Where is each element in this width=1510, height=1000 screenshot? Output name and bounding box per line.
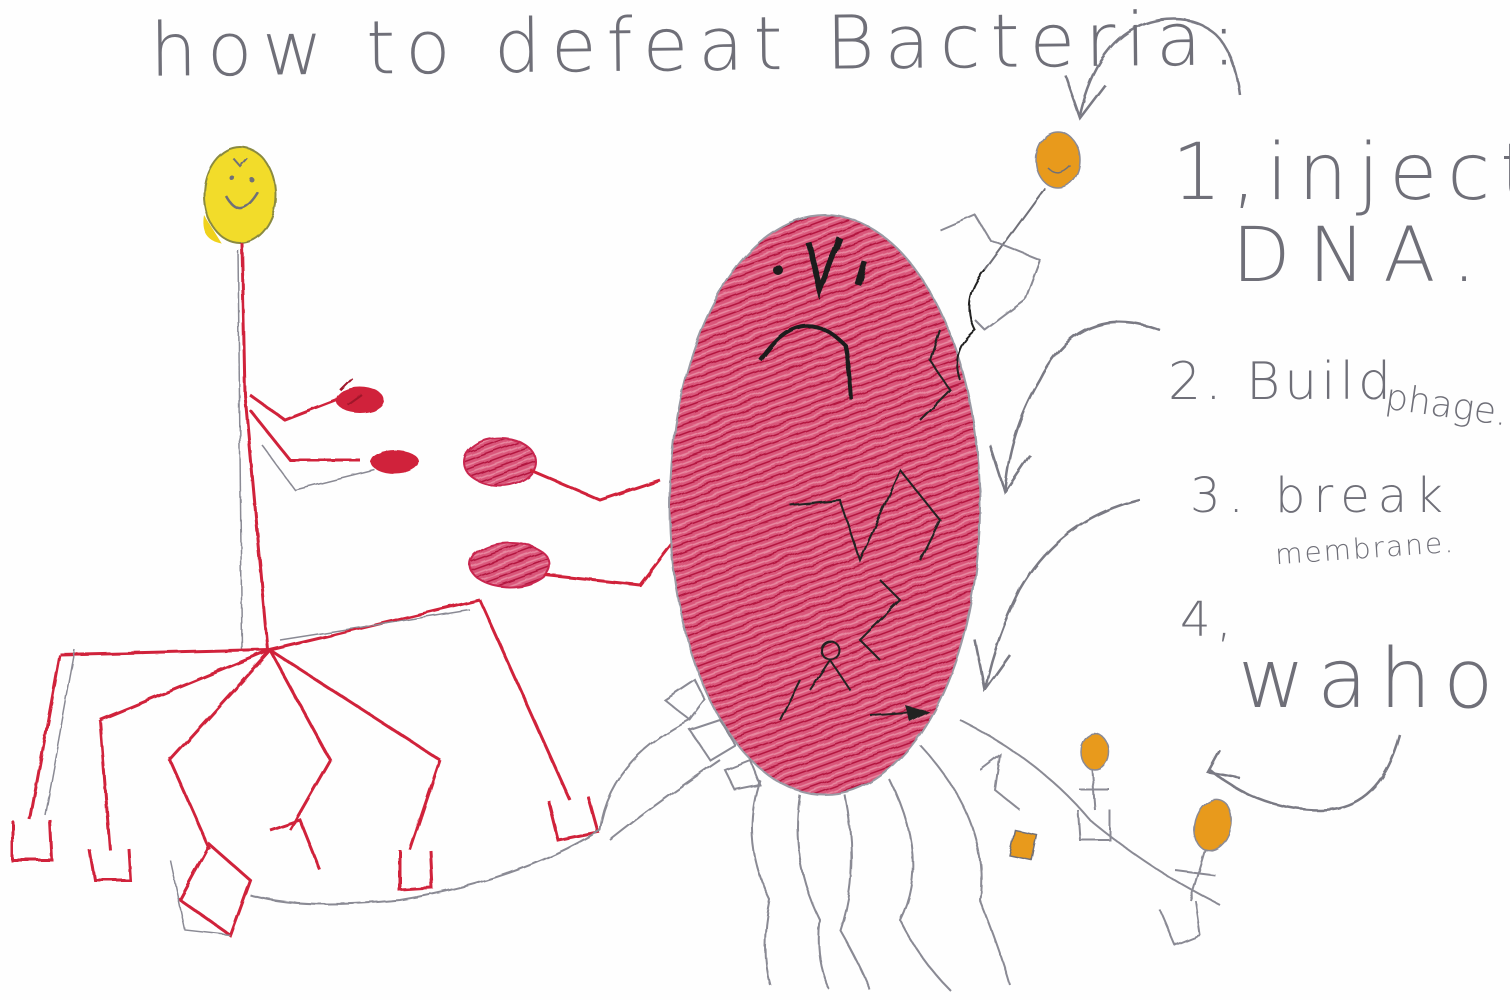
bacterium [250,215,1220,990]
step-1-line-1: inject [1266,128,1510,218]
step-4-label: wahoo! [1238,632,1510,727]
injecting-phage [940,132,1080,380]
bacterium-cell [670,215,980,795]
giant-phage-figure [12,147,690,935]
step-1-number: 1, [1172,128,1266,218]
step-1-text: 1,inject [1172,128,1510,218]
smiley-head [204,147,276,243]
new-phages [980,734,1237,945]
step-2-label: 2. Build [1168,352,1395,412]
step-4-number: 4, [1180,592,1238,648]
step-1-line-2: DNA. [1232,210,1494,299]
step-3-label: 3. break [1190,468,1451,524]
page-title: how to defeat Bacteria: [150,0,1247,94]
